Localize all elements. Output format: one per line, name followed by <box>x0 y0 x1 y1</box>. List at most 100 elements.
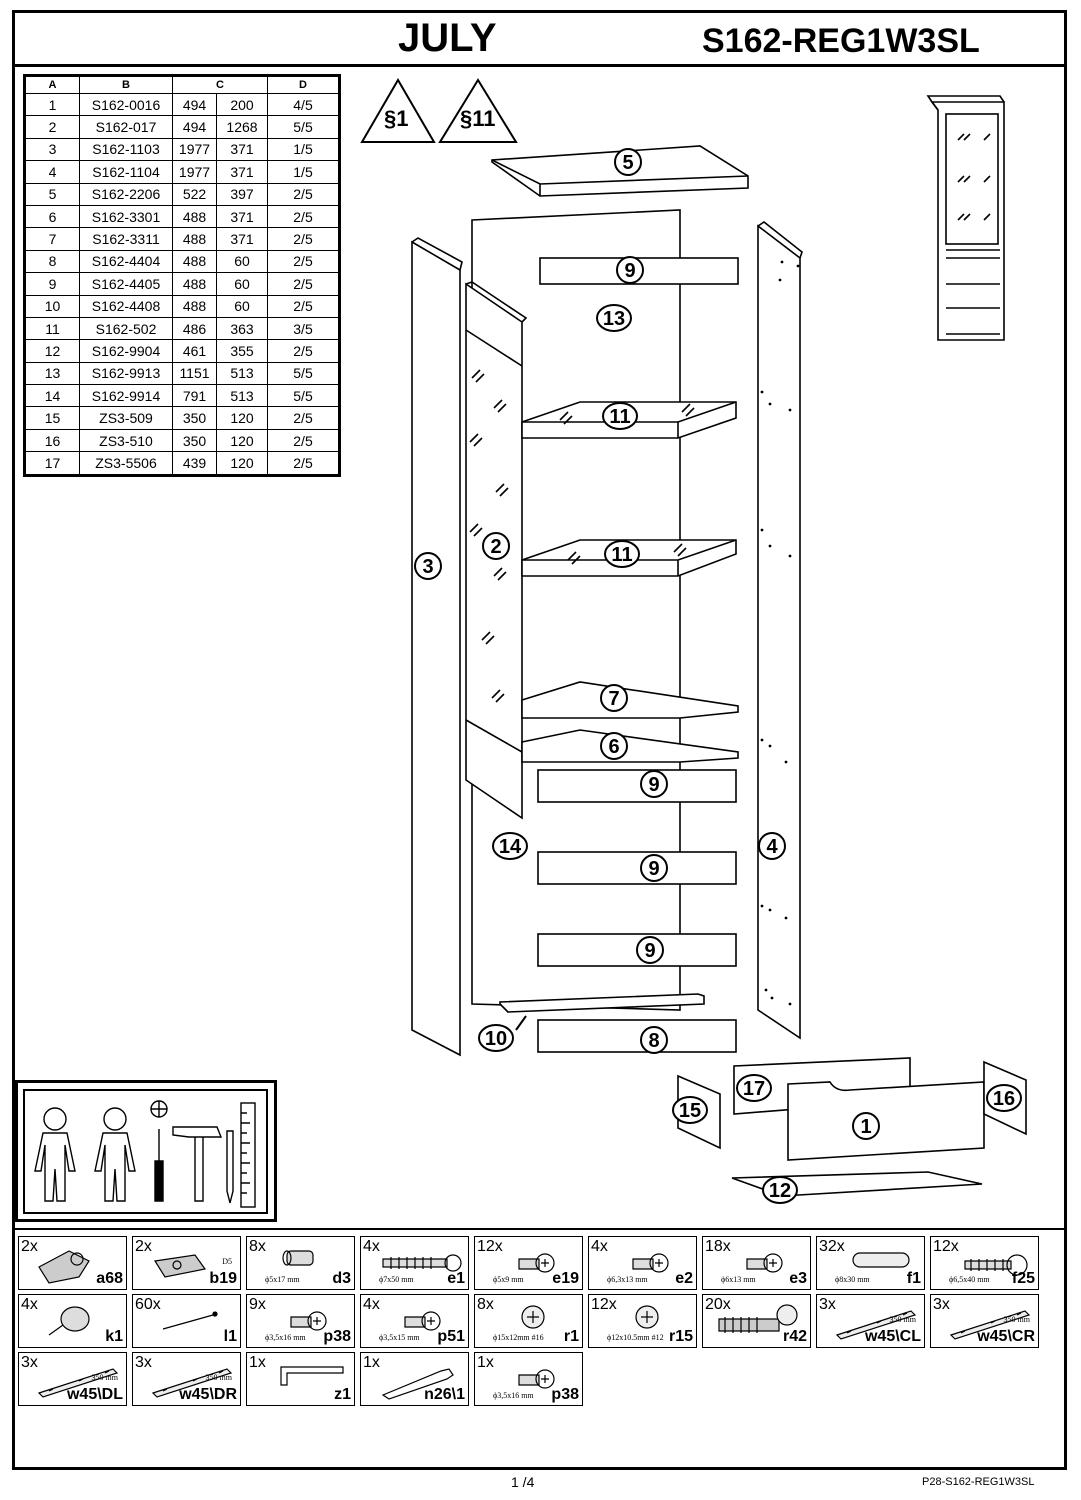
hardware-code: w45\DR <box>179 1386 237 1403</box>
part-callout <box>600 684 628 712</box>
part-callout-label: 13 <box>603 308 625 330</box>
dowel-icon <box>852 1252 910 1268</box>
screw-icon <box>632 1253 669 1273</box>
table-cell: 1151 <box>172 361 217 386</box>
part-callout-label: 9 <box>624 260 635 282</box>
table-cell: 2/5 <box>267 227 340 251</box>
hardware-quantity: 9x <box>249 1296 266 1313</box>
screw-icon <box>746 1253 783 1273</box>
part-callout-label: 17 <box>743 1078 765 1100</box>
hardware-quantity: 12x <box>477 1238 503 1255</box>
cam-lock-icon <box>521 1305 545 1329</box>
cam-bolt-icon <box>718 1304 798 1333</box>
hardware-dimension: 350 mm <box>205 1373 232 1382</box>
hardware-dimension: 350 mm <box>889 1315 916 1324</box>
hardware-quantity: 12x <box>591 1296 617 1313</box>
table-cell: 5/5 <box>267 361 340 386</box>
table-cell: S162-502 <box>79 316 173 341</box>
hardware-dimension: 350 mm <box>1003 1315 1030 1324</box>
hardware-quantity: 12x <box>933 1238 959 1255</box>
hardware-dimension: ϕ5x17 mm <box>265 1275 300 1284</box>
drawer-runner-icon <box>949 1310 1031 1340</box>
table-cell: S162-4408 <box>79 294 173 318</box>
screw-icon <box>404 1311 441 1331</box>
hardware-dimension: ϕ3,5x16 mm <box>265 1333 306 1342</box>
hardware-code: w45\CL <box>864 1328 921 1345</box>
part-callout <box>414 552 442 580</box>
table-cell: 2/5 <box>267 249 340 274</box>
part-callout <box>602 402 638 430</box>
table-cell: 120 <box>216 406 268 430</box>
phillips-screwdriver-icon <box>150 1100 168 1202</box>
table-cell: S162-4405 <box>79 272 173 296</box>
hardware-code: r1 <box>563 1328 579 1345</box>
hardware-item: 20x r42 <box>702 1294 811 1348</box>
hardware-quantity: 3x <box>135 1354 152 1371</box>
part-callout-label: 3 <box>422 556 433 578</box>
hardware-quantity: 4x <box>21 1296 38 1313</box>
hardware-code: r15 <box>668 1328 693 1345</box>
part-callout-label: 16 <box>993 1088 1015 1110</box>
connector-icon <box>282 1250 314 1266</box>
hardware-code: k1 <box>105 1328 123 1345</box>
part-callout <box>640 770 668 798</box>
table-cell: 16 <box>24 428 80 453</box>
cabinet-thumbnail-icon <box>926 95 1005 341</box>
table-cell: 120 <box>216 451 268 476</box>
hardware-dimension: ϕ6,3x13 mm <box>607 1275 648 1284</box>
part-callout <box>596 304 632 332</box>
table-cell: 513 <box>216 384 268 408</box>
part-callout-label: 9 <box>648 774 659 796</box>
hardware-dimension: ϕ6,5x40 mm <box>949 1275 990 1284</box>
table-cell: 3/5 <box>267 316 340 341</box>
hammer-icon <box>172 1126 223 1202</box>
table-cell: 200 <box>216 92 268 117</box>
hardware-quantity: 4x <box>363 1296 380 1313</box>
table-cell: 2/5 <box>267 428 340 453</box>
hardware-code: z1 <box>334 1386 351 1403</box>
screw-icon <box>290 1311 327 1331</box>
hardware-code: n26\1 <box>424 1386 465 1403</box>
table-cell: 488 <box>172 294 217 318</box>
part-callout <box>492 832 528 860</box>
hardware-quantity: 8x <box>249 1238 266 1255</box>
part-callout-label: 5 <box>622 152 633 174</box>
hardware-code: e3 <box>789 1270 807 1287</box>
ruler-icon <box>240 1102 256 1208</box>
hardware-quantity: 20x <box>705 1296 731 1313</box>
nail-icon <box>162 1311 218 1330</box>
hardware-quantity: 3x <box>933 1296 950 1313</box>
tools-box <box>15 1080 277 1222</box>
part-callout <box>852 1112 880 1140</box>
table-cell: 486 <box>172 316 217 341</box>
part-callout-label: 2 <box>490 536 501 558</box>
hardware-quantity: 1x <box>249 1354 266 1371</box>
table-cell: S162-1104 <box>79 160 173 184</box>
hardware-item: 9x ϕ3,5x16 mm p38 <box>246 1294 355 1348</box>
table-cell: 363 <box>216 316 268 341</box>
table-cell: 1268 <box>216 115 268 139</box>
hardware-code: r42 <box>782 1328 807 1345</box>
part-callout-label: 9 <box>644 940 655 962</box>
part-callout <box>636 936 664 964</box>
part-callout <box>672 1096 708 1124</box>
part-callout <box>986 1084 1022 1112</box>
hardware-dimension: ϕ12x10.5mm #12 <box>607 1333 664 1342</box>
cam-lock-icon <box>635 1305 659 1329</box>
hardware-code: p38 <box>323 1328 351 1345</box>
